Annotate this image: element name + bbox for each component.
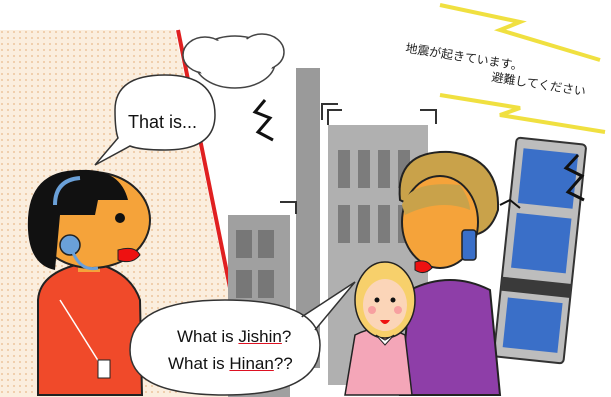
tilted-building [493, 136, 587, 365]
question-suffix: ?? [273, 354, 293, 373]
mother [398, 150, 521, 396]
question-suffix: ? [281, 327, 292, 346]
child-question-hinan: What is Hinan?? [168, 354, 293, 374]
announcement-signal [439, 3, 601, 62]
operator-speech-text: That is... [128, 112, 198, 132]
shake-mark [252, 99, 274, 142]
child [344, 261, 416, 396]
word-jishin: Jishin [238, 327, 282, 346]
cloud [182, 33, 285, 89]
announcement-signal-2 [439, 93, 606, 134]
operator-speech-bubble [94, 74, 216, 166]
question-prefix: What is [177, 327, 239, 346]
child-question-jishin: What is Jishin? [177, 327, 291, 347]
word-hinan: Hinan [229, 354, 274, 373]
child-speech-bubble [129, 281, 356, 396]
operator [27, 169, 151, 396]
shake-mark-2 [563, 153, 585, 202]
question-prefix: What is [168, 354, 230, 373]
